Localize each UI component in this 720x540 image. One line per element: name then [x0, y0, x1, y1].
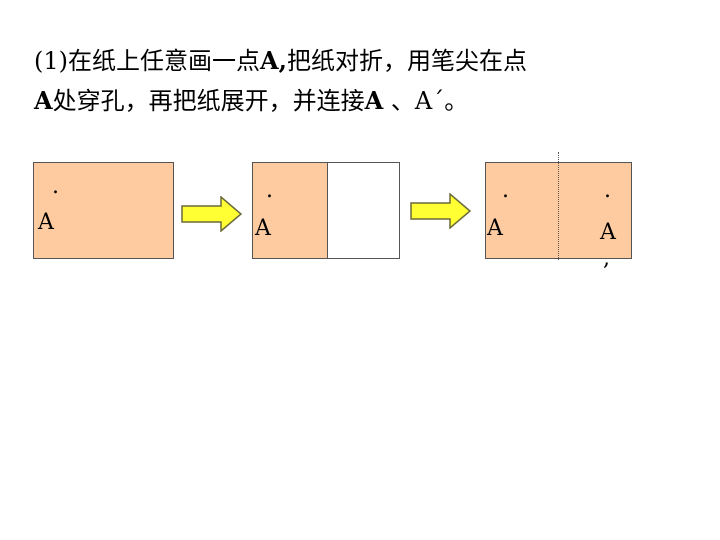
- point-label-a-prime: A: [600, 220, 616, 245]
- paper-folded-right: [327, 162, 400, 259]
- instruction-line-2: A处穿孔，再把纸展开，并连接A 、A´。: [34, 86, 468, 116]
- point-dot: .: [52, 174, 59, 199]
- instruction-line2-point-a: A: [34, 86, 53, 115]
- point-label-a: A: [487, 216, 503, 241]
- point-dot: .: [502, 178, 509, 203]
- point-dot-prime: .: [604, 178, 611, 203]
- instruction-line2-mid: 处穿孔，再把纸展开，并连接: [52, 87, 365, 115]
- paper-original: [33, 162, 174, 259]
- instruction-line-1: (1)在纸上任意画一点A,把纸对折，用笔尖在点: [34, 46, 527, 76]
- instruction-line1-point: A,: [260, 46, 287, 75]
- prime-mark: ,: [603, 246, 610, 271]
- right-arrow-icon: [410, 193, 472, 229]
- point-label-a: A: [38, 210, 54, 235]
- paper-folded-left: [252, 162, 328, 259]
- point-dot: .: [266, 178, 273, 203]
- instruction-line2-point-b: A: [364, 86, 384, 115]
- right-arrow-icon: [181, 196, 243, 232]
- point-label-a: A: [255, 216, 271, 241]
- instruction-line1-suffix: 把纸对折，用笔尖在点: [286, 47, 527, 75]
- instruction-line1-prefix: (1)在纸上任意画一点: [34, 47, 260, 75]
- instruction-line2-tail: 、A´。: [383, 87, 469, 115]
- fold-line: [558, 152, 559, 260]
